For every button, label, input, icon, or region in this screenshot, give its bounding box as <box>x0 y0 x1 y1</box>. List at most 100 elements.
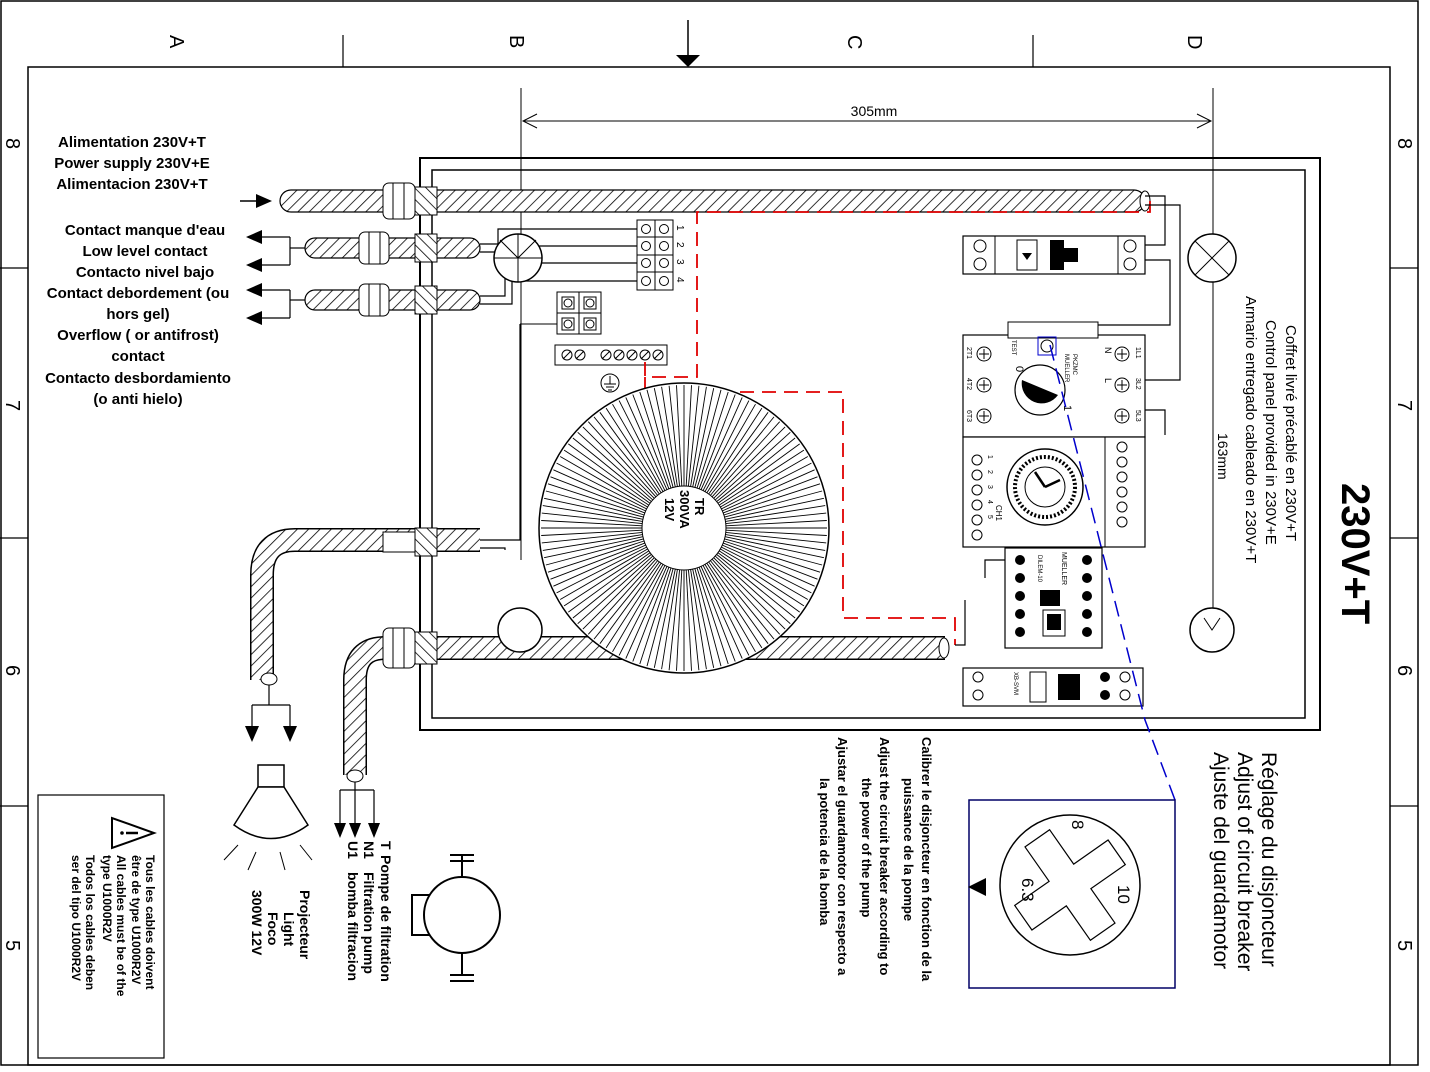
dial-cross-icon <box>1013 828 1127 942</box>
indicator-lamp-bottom <box>1189 607 1235 653</box>
low-level-cable <box>246 230 481 272</box>
pump-label-en: Filtration pump <box>361 872 377 974</box>
transformer-winding-line <box>541 512 643 525</box>
cable-warning-5: Todos los cables deben <box>83 855 97 990</box>
pump-label-fr: Pompe de filtration <box>378 855 394 982</box>
supply-cable <box>240 182 1151 220</box>
adjust-title-fr: Réglage du disjoncteur <box>1257 752 1280 967</box>
mpb-terminal-3l2: 3L2 <box>1134 378 1141 390</box>
adjust-dial-box: 6.3 10 8 <box>968 799 1176 989</box>
pump-wire-u1: U1 <box>345 841 361 859</box>
transformer-winding-line <box>587 558 657 635</box>
transformer-winding-line <box>723 540 821 573</box>
transformer-winding-line <box>704 403 756 492</box>
transformer-winding-line <box>661 569 678 670</box>
transformer-winding-line <box>702 400 750 491</box>
grid-letter-d: D <box>1183 35 1205 49</box>
calibrate-line-4: the power of the pump <box>859 778 874 917</box>
transformer-winding-line <box>568 552 651 613</box>
motor-protection-breaker: TEST MUELLER PKZMC 1L1 3L2 5L3 2T1 4T2 6… <box>962 321 1146 438</box>
transformer-winding-line <box>587 421 657 498</box>
mcb-breaker <box>962 235 1146 275</box>
light-icon <box>223 764 313 871</box>
transformer-winding-line <box>696 391 729 489</box>
timer-num-2: 2 <box>986 470 993 474</box>
transformer-winding-line <box>639 567 672 665</box>
mpb-phase-l: L <box>1103 378 1113 383</box>
transformer-winding-line <box>582 557 655 630</box>
transformer-winding-line <box>685 385 692 487</box>
transformer-winding-line <box>577 431 654 501</box>
transformer-winding-line <box>553 544 646 587</box>
transformer-winding-line <box>700 566 743 659</box>
cable-warning-4: type U1000R2V <box>100 855 114 942</box>
transformer-winding-line <box>599 412 660 495</box>
transformer-winding-line <box>618 565 666 656</box>
prewired-fr: Coffret livré précablé en 230V+T <box>1282 325 1299 541</box>
overflow-label-2: hors gel) <box>106 306 169 323</box>
transformer-winding-line <box>725 505 826 522</box>
grid-number-7-left: 7 <box>1 400 23 411</box>
dial-value-63: 6.3 <box>1018 878 1037 902</box>
terminal-number-4: 4 <box>674 277 685 283</box>
prewired-es: Armario entregado cableado en 230V+T <box>1242 296 1259 563</box>
transformer-winding-line <box>711 558 781 635</box>
grid-letter-c: C <box>843 35 865 49</box>
transformer-winding-line <box>716 554 796 619</box>
transformer-winding-line <box>541 531 643 544</box>
calibrate-line-3: Adjust the circuit breaker according to <box>877 737 892 975</box>
transformer-winding-line <box>593 560 658 640</box>
cable-warning-2: être de type U1000R2V <box>129 855 143 984</box>
timer-module: CH1 1 2 3 4 5 <box>962 436 1146 548</box>
transformer-winding-line <box>653 388 676 487</box>
transformer-line-2: 300VA <box>677 490 692 529</box>
mpb-phase-n: N <box>1103 347 1113 354</box>
transformer-winding-line <box>639 391 672 489</box>
transformer-winding-line <box>593 416 658 496</box>
relay-module: XB-SVM <box>962 667 1144 707</box>
transformer-winding-line <box>725 497 824 520</box>
overflow-cable <box>246 283 481 325</box>
transformer-winding-line <box>723 542 818 580</box>
center-marker-icon <box>676 55 700 67</box>
transformer-winding-line <box>706 407 763 494</box>
enclosure-outer <box>419 157 1321 731</box>
dimension-width: 305mm <box>520 88 1214 630</box>
dial-pointer-icon <box>968 878 986 896</box>
transformer-winding-line <box>708 561 769 644</box>
transformer-winding-line <box>544 497 643 520</box>
transformer-line-3: 12V <box>662 498 677 521</box>
transformer-winding-line <box>542 534 643 551</box>
grid-letter-a: A <box>165 35 187 49</box>
transformer-winding-line <box>725 529 827 536</box>
earth-terminal-strip <box>554 344 668 393</box>
grid-number-6-right: 6 <box>1393 665 1415 676</box>
grid-number-5-left: 5 <box>1 940 23 951</box>
transformer-winding-line <box>694 389 722 488</box>
pump-wire-t: T <box>378 841 394 850</box>
transformer-winding-line <box>685 569 692 671</box>
transformer-winding-line <box>668 569 681 671</box>
adjust-title-en: Adjust of circuit breaker <box>1233 752 1256 971</box>
terminal-number-1: 1 <box>674 225 685 231</box>
terminal-block-1-4: 1 2 3 4 <box>636 219 685 291</box>
transformer-winding-line <box>718 449 805 506</box>
transformer-winding-line <box>541 529 643 536</box>
transformer-winding-line <box>702 565 750 656</box>
transformer-winding-line <box>545 490 644 518</box>
transformer-winding-line <box>547 483 645 516</box>
pump-label-es: bomba filtracion <box>345 872 361 981</box>
transformer-winding-line <box>545 538 644 566</box>
transformer-winding-line <box>653 569 676 668</box>
supply-label-es: Alimentacion 230V+T <box>56 176 207 193</box>
transformer-winding-line <box>559 548 648 600</box>
light-label: Projecteur Light Foco 300W 12V <box>249 890 313 960</box>
timer-num-1: 1 <box>986 455 993 459</box>
transformer-winding-line <box>708 412 769 495</box>
enclosure-inner <box>431 169 1306 719</box>
pump-label: Pompe de filtration Filtration pump bomb… <box>345 855 394 982</box>
transformer-winding-line <box>698 394 736 489</box>
indicator-lamp-top <box>1187 233 1237 283</box>
